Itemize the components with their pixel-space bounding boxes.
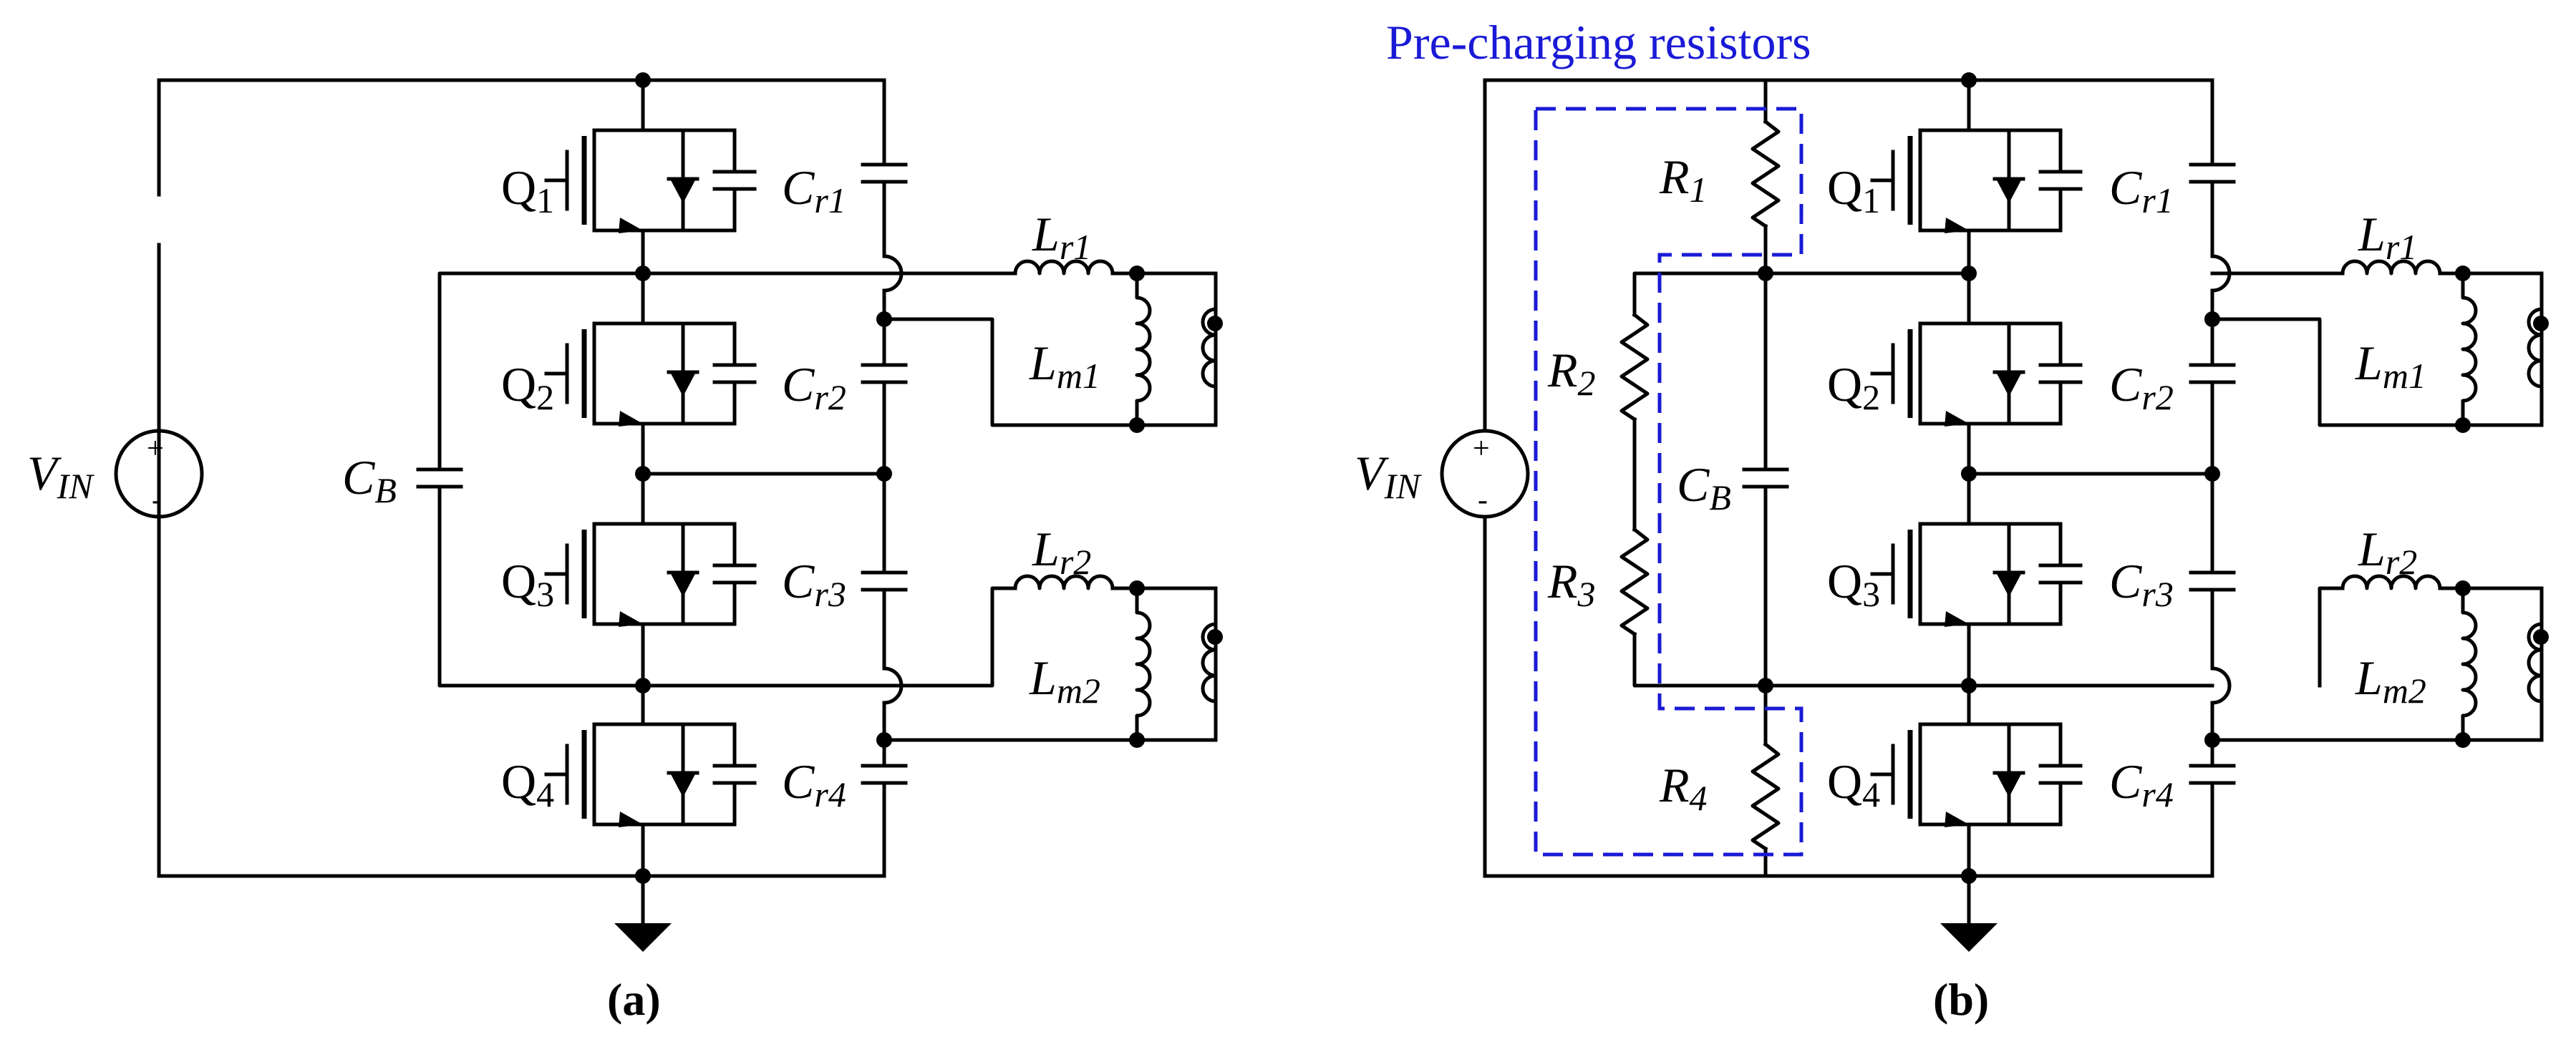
r4-label: R4 [1659,758,1708,818]
q3-label-b: Q3 [1827,554,1880,614]
q4-label-b: Q4 [1827,754,1880,814]
lm1-label-a: Lm1 [1029,336,1100,396]
cr2-label-b: Cr2 [2109,357,2174,417]
vin-label-a: VIN [27,446,95,506]
resistor-r2 [1619,312,1650,422]
source-vin-b [1440,429,1530,519]
plus-sign-b: + [1473,432,1490,465]
cb-label-a: CB [342,450,397,510]
cr1-label-a: Cr1 [782,160,846,220]
cr3-label-b: Cr3 [2109,554,2174,614]
lm2-label-a: Lm2 [1029,651,1100,711]
precharge-region-outline [1534,107,1803,857]
r3-label: R3 [1547,554,1596,614]
cr3-label-a: Cr3 [782,554,846,614]
ground-icon-a [614,923,672,952]
resistor-r3 [1619,527,1650,637]
caption-b: (b) [1933,974,1989,1025]
r1-label: R1 [1659,150,1708,210]
q4-label-a: Q4 [501,754,554,814]
cr2-label-a: Cr2 [782,357,846,417]
q1-label-a: Q1 [501,160,554,220]
lr1-label-a: Lr1 [1032,207,1091,267]
q2-label-b: Q2 [1827,357,1880,417]
plus-sign-a: + [147,432,164,465]
circuit-a: + - VIN Q1 Q2 Q3 Q4 CB [27,72,1223,1025]
ground-icon-b [1940,923,1998,952]
minus-sign-b: - [1478,484,1488,517]
cr4-label-a: Cr4 [782,754,846,814]
lm1-label-b: Lm1 [2355,336,2426,396]
cb-label-b: CB [1677,457,1731,517]
minus-sign-a: - [152,484,162,517]
vin-label-b: VIN [1355,446,1422,506]
lm2-label-b: Lm2 [2355,651,2426,711]
precharge-annotation: Pre-charging resistors [1386,15,1811,69]
cr4-label-b: Cr4 [2109,754,2174,814]
r2-label: R2 [1547,343,1596,403]
lr2-label-a: Lr2 [1032,522,1091,582]
circuit-b: Pre-charging resistors + - VIN Q1 Q2 Q3 … [1355,15,2549,1025]
q1-label-b: Q1 [1827,160,1880,220]
lr2-label-b: Lr2 [2358,522,2417,582]
lr1-label-b: Lr1 [2358,207,2417,267]
resistor-r1 [1751,119,1781,229]
caption-a: (a) [607,974,661,1025]
q2-label-a: Q2 [501,357,554,417]
resistor-r4 [1751,741,1781,852]
cr1-label-b: Cr1 [2109,160,2174,220]
q3-label-a: Q3 [501,554,554,614]
